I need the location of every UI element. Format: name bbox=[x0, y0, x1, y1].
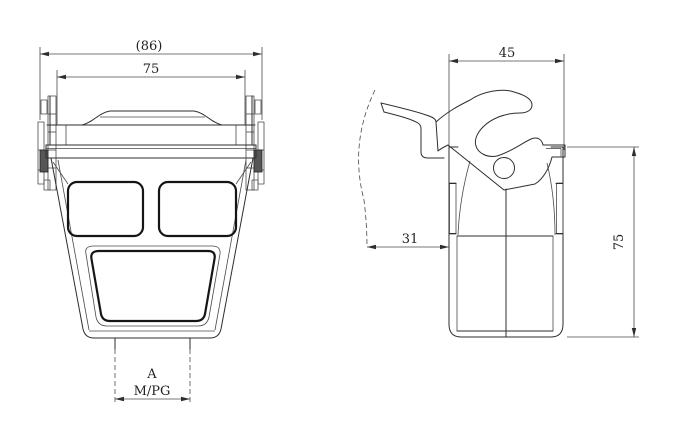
dim-height: 75 bbox=[567, 146, 639, 338]
cable-entry-dim: A M/PG bbox=[114, 337, 191, 402]
dim-height-label: 75 bbox=[612, 234, 627, 251]
side-rail-right bbox=[555, 182, 564, 235]
lever-strip-right bbox=[245, 95, 265, 191]
side-rail-left bbox=[448, 182, 457, 235]
lever-pin-right bbox=[253, 149, 263, 173]
front-flange bbox=[45, 144, 257, 159]
lever-strip-left bbox=[37, 95, 57, 191]
side-body bbox=[448, 146, 564, 338]
dim-depth: 45 bbox=[448, 46, 565, 150]
dome bbox=[81, 110, 223, 126]
dim-lever-offset: 31 bbox=[367, 232, 449, 250]
bottom-panel-inner bbox=[90, 249, 216, 323]
front-housing-top bbox=[46, 95, 256, 146]
dim-body-width-label: 75 bbox=[143, 62, 160, 77]
front-view: (86) 75 bbox=[37, 39, 265, 402]
flank-left bbox=[457, 160, 471, 236]
recess-left bbox=[66, 180, 145, 238]
dim-depth-label: 45 bbox=[499, 46, 516, 61]
handle-swing-arc bbox=[358, 89, 376, 248]
dim-overall-width-label: (86) bbox=[136, 39, 163, 54]
flank-right bbox=[546, 162, 556, 236]
side-view: 45 bbox=[358, 46, 639, 338]
release-handle bbox=[380, 102, 445, 159]
front-body-shell bbox=[50, 157, 254, 339]
recess-right bbox=[157, 180, 238, 238]
dim-body-width: 75 bbox=[56, 62, 246, 125]
lever-tab-top-left bbox=[40, 99, 48, 115]
cable-entry-label-a: A bbox=[146, 367, 157, 382]
dim-overall-width: (86) bbox=[39, 39, 263, 120]
bottom-panel bbox=[85, 245, 221, 327]
pivot-hole bbox=[493, 157, 515, 179]
lever-pin-left bbox=[39, 149, 49, 173]
dim-lever-offset-label: 31 bbox=[402, 232, 419, 247]
cable-entry-label-mpg: M/PG bbox=[134, 384, 171, 399]
locking-claw bbox=[435, 89, 566, 191]
lever-tab-top-right bbox=[254, 99, 262, 115]
bottom-panel-outer bbox=[85, 245, 221, 327]
